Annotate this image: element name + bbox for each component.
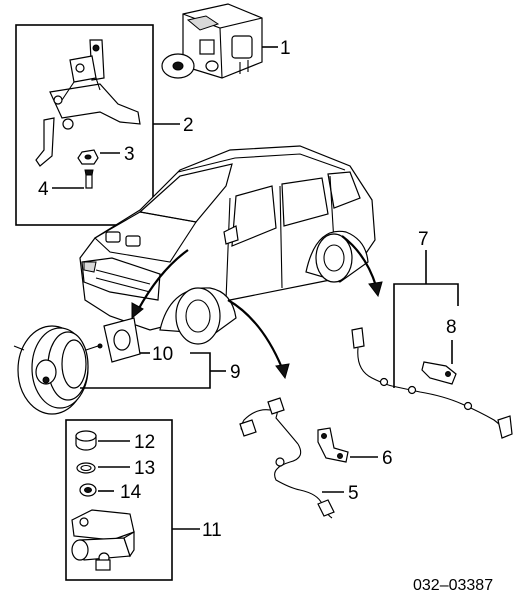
diagram-part-number: 032–03387 <box>413 577 493 594</box>
callout-2: 2 <box>183 115 194 136</box>
callout-9: 9 <box>230 362 241 383</box>
sensor-bracket-part-6 <box>317 427 349 463</box>
abs-bracket <box>35 39 141 167</box>
callout-1: 1 <box>280 38 291 59</box>
bracket-group-box <box>15 24 154 226</box>
bracket-9 <box>80 352 211 389</box>
grommet-part-14 <box>79 483 97 497</box>
seal-part-13 <box>76 462 96 474</box>
callout-3: 3 <box>124 144 135 165</box>
rear-sensor-connector-part-8 <box>421 361 457 385</box>
callout-5: 5 <box>348 483 359 504</box>
booster-gasket-part-10 <box>103 317 141 363</box>
arrow-to-rear-sensor <box>341 235 383 298</box>
master-cylinder <box>71 509 135 571</box>
vehicle-suv <box>79 145 376 345</box>
callout-11: 11 <box>202 520 222 541</box>
front-wheel-speed-sensor <box>239 397 335 519</box>
callout-10: 10 <box>152 344 173 365</box>
nut-part-3 <box>77 149 99 165</box>
callout-13: 13 <box>134 458 155 479</box>
arrow-to-front-sensor <box>227 299 290 380</box>
callout-12: 12 <box>134 432 155 453</box>
arrow-to-booster <box>131 249 189 320</box>
callout-4: 4 <box>38 179 49 200</box>
callout-14: 14 <box>120 482 142 503</box>
abs-hydraulic-unit <box>161 3 263 79</box>
callout-7: 7 <box>418 229 429 250</box>
callout-6: 6 <box>382 448 393 469</box>
rear-wheel-speed-sensor <box>351 327 513 439</box>
callout-8: 8 <box>446 317 457 338</box>
reservoir-cap-part-12 <box>75 430 97 451</box>
bolt-part-4 <box>84 169 94 189</box>
master-cylinder-box <box>65 419 173 581</box>
brake-booster <box>13 325 103 415</box>
